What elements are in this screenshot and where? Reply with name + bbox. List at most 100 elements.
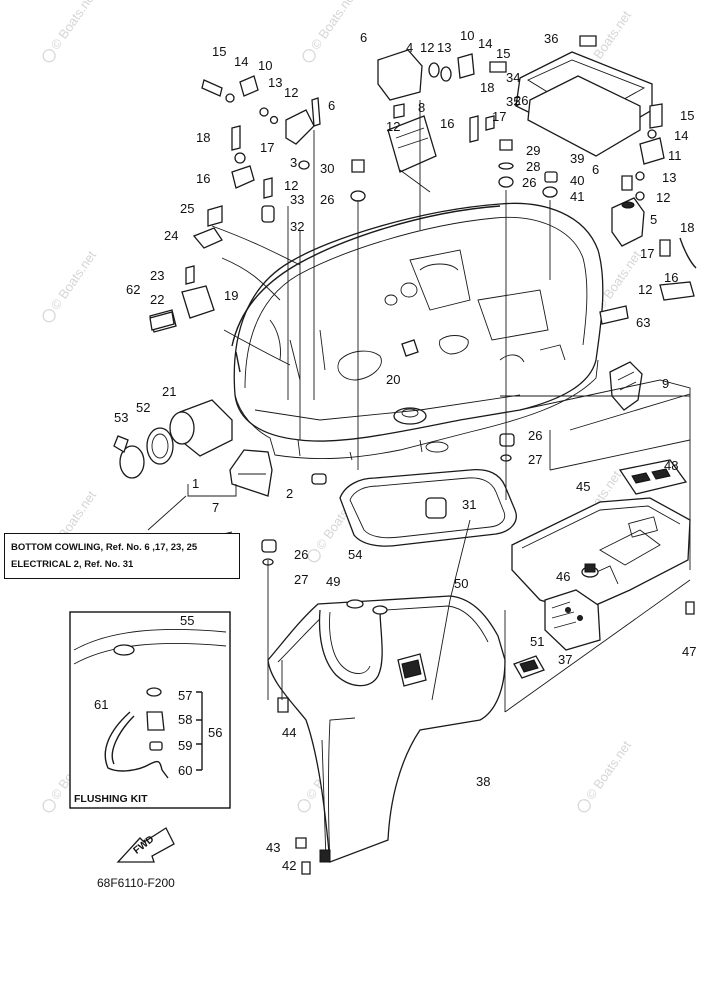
callout: 3 [290,155,297,170]
callout: 5 [650,212,657,227]
callout: 58 [178,712,192,727]
callout: 28 [526,159,540,174]
callout: 47 [682,644,696,659]
callout-labels: 1 2 3 4 5 6 6 6 7 8 9 10 10 11 12 12 12 … [94,28,696,873]
callout: 16 [664,270,678,285]
watermark: © Boats.net [42,248,100,323]
callout: 16 [196,171,210,186]
callout: 29 [526,143,540,158]
callout: 55 [180,613,194,628]
callout: 35 [506,94,520,109]
callout: 4 [406,40,413,55]
callout: 10 [460,28,474,43]
callout: 12 [284,85,298,100]
callout: 9 [662,376,669,391]
grommet-46 [581,563,599,578]
callout: 26 [528,428,542,443]
leader-lines [147,100,691,713]
top-center-cluster [350,35,671,257]
callout: 6 [328,98,335,113]
fwd-arrow-icon: FWD [116,827,175,863]
decal-63 [599,305,629,325]
callout: 12 [386,119,400,134]
callout: 21 [162,384,176,399]
callout: 12 [656,190,670,205]
callout: 24 [164,228,178,243]
callout: 16 [440,116,454,131]
bracket-7 [229,449,273,497]
callout: 18 [480,80,494,95]
callout: 60 [178,763,192,778]
callout: 18 [196,130,210,145]
reference-note-line: ELECTRICAL 2, Ref. No. 31 [11,559,134,570]
callout: 15 [680,108,694,123]
callout: 39 [570,151,584,166]
callout: 13 [437,40,451,55]
callout: 38 [476,774,490,789]
callout: 48 [664,458,678,473]
cover-37 [544,589,601,651]
callout: 26 [294,547,308,562]
callout: 61 [94,697,108,712]
callout: 57 [178,688,192,703]
fitting-9 [609,361,643,411]
bottom-cowling [233,202,604,461]
callout: 26 [514,93,528,108]
callout: 14 [234,54,248,69]
callout: 44 [282,725,296,740]
reference-note-box: BOTTOM COWLING, Ref. No. 6 ,17, 23, 25 E… [4,533,240,579]
callout: 54 [348,547,362,562]
bracket-45 [511,497,691,613]
flushing-kit-inset [69,611,231,809]
callout: 1 [192,476,199,491]
svg-text:© Boats.net: © Boats.net [583,738,635,803]
grommet-51 [513,655,545,679]
svg-text:© Boats.net: © Boats.net [48,0,100,52]
callout: 22 [150,292,164,307]
callout: 37 [558,652,572,667]
callout: 26 [522,175,536,190]
callout: 42 [282,858,296,873]
callout: 34 [506,70,520,85]
callout: 12 [284,178,298,193]
callout: 63 [636,315,650,330]
svg-text:© Boats.net: © Boats.net [48,248,100,313]
callout: 25 [180,201,194,216]
callout: 17 [640,246,654,261]
callout: 12 [638,282,652,297]
callout: 46 [556,569,570,584]
callout: 6 [592,162,599,177]
callout: 33 [290,192,304,207]
callout: 52 [136,400,150,415]
callout: 20 [386,372,400,387]
callout: 18 [680,220,694,235]
callout: 23 [150,268,164,283]
callout: 32 [290,219,304,234]
callout: 27 [294,572,308,587]
callout: 30 [320,161,334,176]
hose-18 [679,237,697,269]
reference-note-line: BOTTOM COWLING, Ref. No. 6 ,17, 23, 25 [11,542,198,553]
callout: 8 [418,100,425,115]
watermark: © Boats.net [577,738,635,813]
callout: 12 [420,40,434,55]
callout: 56 [208,725,222,740]
callout: 41 [570,189,584,204]
callout: 51 [530,634,544,649]
decal-62 [149,311,175,331]
callout: 19 [224,288,238,303]
cover-plate-35 [515,51,653,157]
grommet-48 [618,459,688,495]
callout: 59 [178,738,192,753]
callout: 6 [360,30,367,45]
callout: 17 [260,140,274,155]
callout: 14 [674,128,688,143]
diagram-code: 68F6110-F200 [97,876,175,890]
callout: 2 [286,486,293,501]
callout: 15 [212,44,226,59]
callout: 50 [454,576,468,591]
clip-16 [659,281,695,301]
callout: 49 [326,574,340,589]
callout: 11 [668,148,682,163]
